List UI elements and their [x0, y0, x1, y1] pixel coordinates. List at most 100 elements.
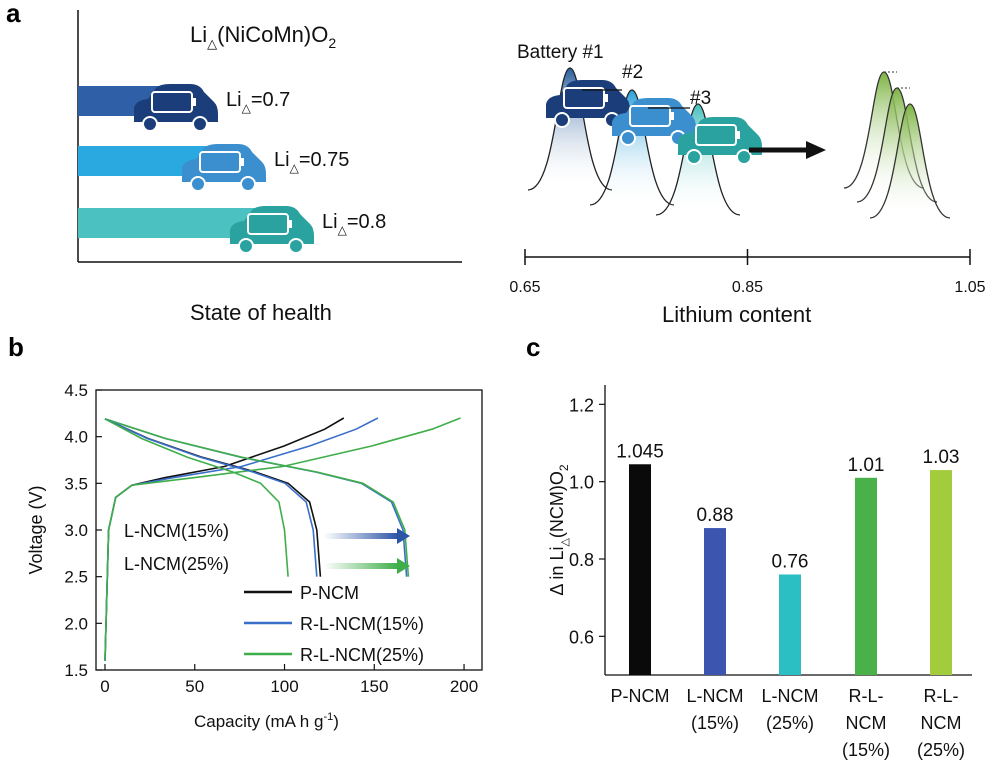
c-y-tick-label: 0.8	[569, 550, 594, 570]
peak-outline	[589, 89, 675, 206]
car-icon	[134, 84, 218, 132]
c-ylabel: Δ in Li△(NCM)O2	[547, 464, 571, 596]
b-ylabel: Voltage (V)	[26, 485, 46, 574]
lithium-peaks	[527, 67, 951, 219]
c-bar	[704, 528, 726, 675]
b-x-tick-label: 100	[270, 677, 298, 696]
b-y-tick-label: 2.5	[64, 568, 88, 587]
b-y-tick-label: 4.0	[64, 428, 88, 447]
c-category-label: L-NCM	[762, 686, 819, 706]
c-category-label: (15%)	[691, 713, 739, 733]
b-x-tick-label: 50	[185, 677, 204, 696]
b-x-ticks: 0 50 100 150 200	[100, 664, 478, 696]
car-wheel	[736, 149, 752, 165]
car-wheel	[554, 112, 570, 128]
b-y-tick-label: 2.0	[64, 614, 88, 633]
annotation-l-ncm-25: L-NCM(25%)	[124, 554, 229, 574]
c-bar	[930, 470, 952, 675]
panel-label-c: c	[526, 332, 540, 362]
c-category-label: NCM	[846, 713, 887, 733]
peak-outline	[655, 103, 741, 216]
legend-label: R-L-NCM(25%)	[300, 645, 424, 665]
c-category-label: (25%)	[766, 713, 814, 733]
b-y-ticks: 1.5 2.0 2.5 3.0 3.5 4.0 4.5	[64, 381, 102, 680]
a-right-xlabel: Lithium content	[662, 302, 811, 327]
arrow-blue-shaft	[324, 533, 398, 539]
lithium-tick-label: 1.05	[954, 279, 985, 296]
battery-icon-tip	[240, 158, 244, 166]
c-category-label: R-L-	[924, 686, 959, 706]
battery-icon-tip	[670, 112, 674, 120]
b-curves	[104, 417, 461, 661]
b-y-tick-label: 1.5	[64, 661, 88, 680]
b-xlabel: Capacity (mA h g-1)	[194, 711, 339, 731]
battery-icon-tip	[288, 220, 292, 228]
battery-icon-tip	[604, 94, 608, 102]
car-wheel	[142, 116, 158, 132]
b-y-tick-label: 4.5	[64, 381, 88, 400]
car-wheel	[288, 238, 304, 254]
c-category-label: L-NCM	[687, 686, 744, 706]
car-wheel	[620, 130, 636, 146]
arrow-green-head	[397, 558, 410, 574]
peak-fill	[528, 68, 612, 190]
transition-arrow-head	[806, 141, 826, 159]
b-x-tick-label: 0	[100, 677, 109, 696]
peak-outline	[527, 67, 613, 191]
panel-a-left: Li△(NiCoMn)O2 State of health Li△=0.7Li△…	[77, 10, 462, 325]
lithium-tick-label: 0.85	[732, 279, 763, 296]
car-wheel	[190, 176, 206, 192]
panel-label-a: a	[6, 0, 21, 28]
arrow-blue-head	[397, 528, 410, 544]
panel-label-b: b	[8, 332, 24, 362]
car-icon	[230, 206, 314, 254]
c-y-ticks: 0.6 0.8 1.0 1.2	[569, 395, 605, 647]
l-ncm-discharge-curve	[104, 418, 289, 577]
discharge-curve	[104, 418, 410, 577]
car-icon	[182, 144, 266, 192]
c-category-label: (15%)	[842, 740, 890, 760]
c-bar-value-label: 0.88	[697, 505, 734, 526]
c-y-tick-label: 1.2	[569, 395, 594, 415]
lithium-tick-label: 0.65	[509, 279, 540, 296]
peak-fill	[590, 90, 674, 205]
charge-curve	[104, 417, 461, 661]
a-left-xlabel: State of health	[190, 300, 332, 325]
b-y-tick-label: 3.0	[64, 521, 88, 540]
battery-label-3: #3	[690, 88, 711, 109]
c-bar-value-label: 1.045	[616, 441, 664, 462]
c-category-label: (25%)	[917, 740, 965, 760]
a-left-title: Li△(NiCoMn)O2	[190, 22, 336, 51]
peak-outline	[869, 103, 951, 219]
soh-bar-label: Li△=0.75	[274, 149, 349, 175]
b-y-tick-label: 3.5	[64, 474, 88, 493]
car-body	[546, 80, 630, 118]
c-y-tick-label: 1.0	[569, 473, 594, 493]
c-category-label: NCM	[921, 713, 962, 733]
soh-bar-label: Li△=0.8	[322, 211, 386, 237]
panel-b: 1.5 2.0 2.5 3.0 3.5 4.0 4.5 0 50 100 150 200 L-NCM…	[26, 381, 483, 731]
car-wheel	[240, 176, 256, 192]
c-bar-value-label: 1.01	[848, 455, 885, 476]
c-bar-value-label: 1.03	[923, 447, 960, 468]
car-icon-3	[678, 117, 762, 165]
c-category-label: P-NCM	[611, 686, 670, 706]
annotation-l-ncm-15: L-NCM(15%)	[124, 521, 229, 541]
c-y-tick-label: 0.6	[569, 627, 594, 647]
legend-label: P-NCM	[300, 583, 359, 603]
c-bar-value-label: 0.76	[772, 551, 809, 572]
battery-label-1: Battery #1	[517, 42, 604, 63]
c-bar	[629, 464, 651, 675]
b-x-tick-label: 200	[450, 677, 478, 696]
arrow-green-shaft	[324, 563, 398, 569]
battery-icon-tip	[192, 98, 196, 106]
b-x-tick-label: 150	[360, 677, 388, 696]
car-wheel	[238, 238, 254, 254]
c-bar	[855, 477, 877, 675]
